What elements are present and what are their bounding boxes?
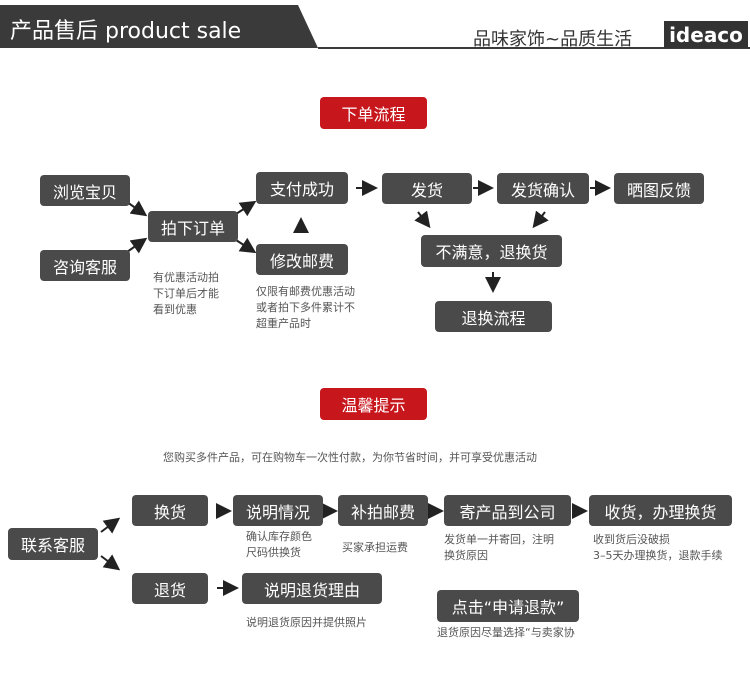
- node-modify-postage: 修改邮费: [256, 244, 348, 275]
- node-unsatisfied-label: 不满意，退换货: [435, 243, 548, 262]
- node-contact-label: 联系客服: [20, 536, 85, 555]
- section-tips-title: 温馨提示: [320, 388, 427, 420]
- node-exchange-label: 换货: [153, 502, 186, 522]
- receive-note-line-2: 3–5天办理换货，退款手续: [593, 549, 723, 562]
- brand-logo-text: ideaco: [669, 22, 743, 47]
- explain-note-line-2: 尺码供换货: [246, 546, 301, 559]
- header-rule: [318, 47, 750, 49]
- section-order-flow-title: 下单流程: [320, 97, 427, 129]
- postage-note: 仅限有邮费优惠活动 或者拍下多件累计不 超重产品时: [256, 284, 355, 332]
- section-tips-label: 温馨提示: [341, 396, 406, 415]
- node-browse-label: 浏览宝贝: [52, 182, 117, 202]
- node-review: 晒图反馈: [614, 173, 704, 204]
- arrow-ship-to-unsatisfied: [414, 210, 431, 229]
- order-note-line-2: 下订单后才能: [153, 287, 219, 300]
- node-return-flow: 退换流程: [435, 301, 552, 332]
- node-review-label: 晒图反馈: [626, 180, 691, 200]
- section-order-flow-label: 下单流程: [341, 105, 406, 124]
- node-return-flow-label: 退换流程: [461, 308, 526, 328]
- arrow-order-to-pay: [235, 200, 257, 217]
- node-repostage-label: 补拍邮费: [350, 502, 415, 522]
- node-ship-label: 发货: [410, 180, 443, 200]
- postage-note-line-1: 仅限有邮费优惠活动: [256, 285, 355, 298]
- node-explain: 说明情况: [233, 495, 323, 526]
- node-unsatisfied: 不满意，退换货: [421, 235, 562, 267]
- arrow-order-to-postage: [235, 237, 257, 254]
- node-confirm-ship-label: 发货确认: [510, 180, 575, 200]
- refund-note: 退货原因尽量选择“与卖家协: [437, 626, 575, 639]
- node-modify-postage-label: 修改邮费: [269, 251, 334, 271]
- node-send-back-label: 寄产品到公司: [459, 502, 556, 522]
- send-back-note-line-1: 发货单一并寄回，注明: [444, 533, 554, 546]
- arrow-browse-to-order: [126, 200, 148, 217]
- node-receive: 收货，办理换货: [589, 495, 732, 526]
- node-contact: 联系客服: [8, 528, 98, 560]
- explain-note: 确认库存颜色 尺码供换货: [246, 529, 312, 561]
- arrow-contact-to-exchange: [100, 517, 121, 534]
- receive-note: 收到货后没破损 3–5天办理换货，退款手续: [593, 532, 723, 564]
- header-slogan: 品味家饰~品质生活: [473, 29, 633, 50]
- arrow-consult-to-order: [126, 237, 148, 254]
- page-title: 产品售后 product sale: [10, 19, 242, 44]
- node-explain-label: 说明情况: [245, 502, 310, 522]
- node-apply-refund: 点击“申请退款”: [437, 590, 579, 622]
- node-repostage: 补拍邮费: [338, 495, 428, 526]
- node-confirm-ship: 发货确认: [497, 173, 589, 204]
- postage-note-line-3: 超重产品时: [256, 317, 311, 330]
- receive-note-line-1: 收到货后没破损: [593, 533, 670, 546]
- node-receive-label: 收货，办理换货: [604, 502, 717, 522]
- brand-logo: ideaco: [664, 21, 748, 48]
- node-apply-refund-label: 点击“申请退款”: [451, 598, 565, 617]
- node-consult-label: 咨询客服: [52, 257, 117, 277]
- node-explain-reason-label: 说明退货理由: [263, 580, 360, 600]
- node-browse: 浏览宝贝: [40, 175, 130, 206]
- title-banner-bg: [0, 5, 318, 48]
- node-pay: 支付成功: [256, 172, 348, 204]
- order-note-line-3: 看到优惠: [153, 303, 197, 316]
- order-note: 有优惠活动拍 下订单后才能 看到优惠: [153, 270, 219, 318]
- send-back-note-line-2: 换货原因: [444, 549, 488, 562]
- node-pay-label: 支付成功: [269, 180, 334, 199]
- node-order: 拍下订单: [148, 211, 238, 242]
- node-send-back: 寄产品到公司: [444, 495, 571, 526]
- node-consult: 咨询客服: [40, 250, 130, 281]
- node-refund-label: 退货: [153, 580, 186, 600]
- arrow-confirm-to-unsatisfied: [532, 210, 549, 229]
- send-back-note: 发货单一并寄回，注明 换货原因: [444, 532, 554, 564]
- order-note-line-1: 有优惠活动拍: [153, 271, 219, 284]
- repostage-note: 买家承担运费: [342, 541, 408, 554]
- node-refund: 退货: [132, 573, 208, 604]
- node-explain-reason: 说明退货理由: [242, 573, 382, 604]
- node-ship: 发货: [382, 173, 472, 204]
- explain-note-line-1: 确认库存颜色: [246, 530, 312, 543]
- node-order-label: 拍下订单: [160, 218, 225, 238]
- node-exchange: 换货: [132, 495, 208, 526]
- postage-note-line-2: 或者拍下多件累计不: [256, 301, 355, 314]
- arrow-contact-to-refund: [100, 554, 121, 571]
- header-title-banner: 产品售后 product sale: [0, 5, 318, 48]
- tips-text: 您购买多件产品，可在购物车一次性付款，为你节省时间，并可享受优惠活动: [163, 451, 537, 464]
- reason-note: 说明退货原因并提供照片: [246, 616, 367, 629]
